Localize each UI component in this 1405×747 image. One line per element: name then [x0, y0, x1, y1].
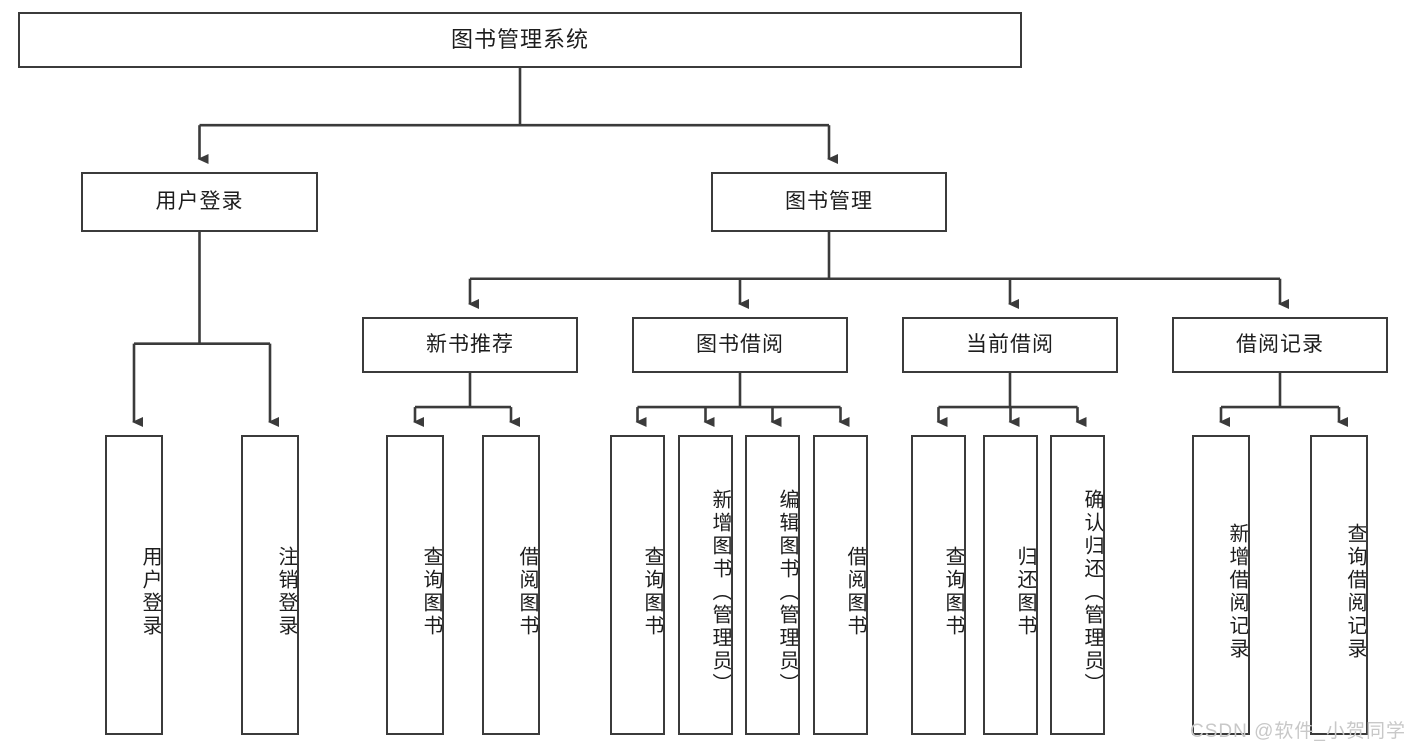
node-label: 查询借阅记录 — [1344, 523, 1366, 661]
node-label: 确认归还（管理员） — [1081, 488, 1103, 696]
node-n4[interactable]: 借阅图书 — [482, 435, 540, 735]
node-label: 编辑图书（管理员） — [776, 488, 798, 696]
node-l1b[interactable]: 图书管理 — [711, 172, 947, 232]
node-root[interactable]: 图书管理系统 — [18, 12, 1022, 68]
node-l2c[interactable]: 当前借阅 — [902, 317, 1118, 373]
node-label: 新增图书（管理员） — [709, 488, 731, 696]
node-n9[interactable]: 查询图书 — [911, 435, 966, 735]
node-n8[interactable]: 借阅图书 — [813, 435, 868, 735]
node-n6[interactable]: 新增图书（管理员） — [678, 435, 733, 735]
node-label: 用户登录 — [139, 546, 161, 638]
node-n7[interactable]: 编辑图书（管理员） — [745, 435, 800, 735]
node-label: 借阅图书 — [516, 546, 538, 638]
node-n3[interactable]: 查询图书 — [386, 435, 444, 735]
node-label: 注销登录 — [275, 546, 297, 638]
node-label: 用户登录 — [155, 190, 244, 214]
node-l2b[interactable]: 图书借阅 — [632, 317, 848, 373]
node-label: 归还图书 — [1014, 546, 1036, 638]
node-l1a[interactable]: 用户登录 — [81, 172, 318, 232]
node-label: 查询图书 — [641, 546, 663, 638]
node-n5[interactable]: 查询图书 — [610, 435, 665, 735]
node-label: 借阅记录 — [1236, 333, 1324, 357]
node-n13[interactable]: 查询借阅记录 — [1310, 435, 1368, 735]
node-label: 查询图书 — [942, 546, 964, 638]
node-n12[interactable]: 新增借阅记录 — [1192, 435, 1250, 735]
node-label: 图书借阅 — [696, 333, 784, 357]
node-l2a[interactable]: 新书推荐 — [362, 317, 578, 373]
node-n11[interactable]: 确认归还（管理员） — [1050, 435, 1105, 735]
watermark-label: CSDN @软件_小贺同学 — [1190, 721, 1405, 742]
node-label: 新书推荐 — [426, 333, 514, 357]
node-n10[interactable]: 归还图书 — [983, 435, 1038, 735]
node-label: 借阅图书 — [844, 546, 866, 638]
node-label: 当前借阅 — [966, 333, 1054, 357]
node-label: 新增借阅记录 — [1226, 523, 1248, 661]
node-n1[interactable]: 用户登录 — [105, 435, 163, 735]
node-label: 图书管理系统 — [450, 26, 589, 52]
node-label: 图书管理 — [785, 190, 873, 214]
node-l2d[interactable]: 借阅记录 — [1172, 317, 1388, 373]
node-n2[interactable]: 注销登录 — [241, 435, 299, 735]
node-label: 查询图书 — [420, 546, 442, 638]
